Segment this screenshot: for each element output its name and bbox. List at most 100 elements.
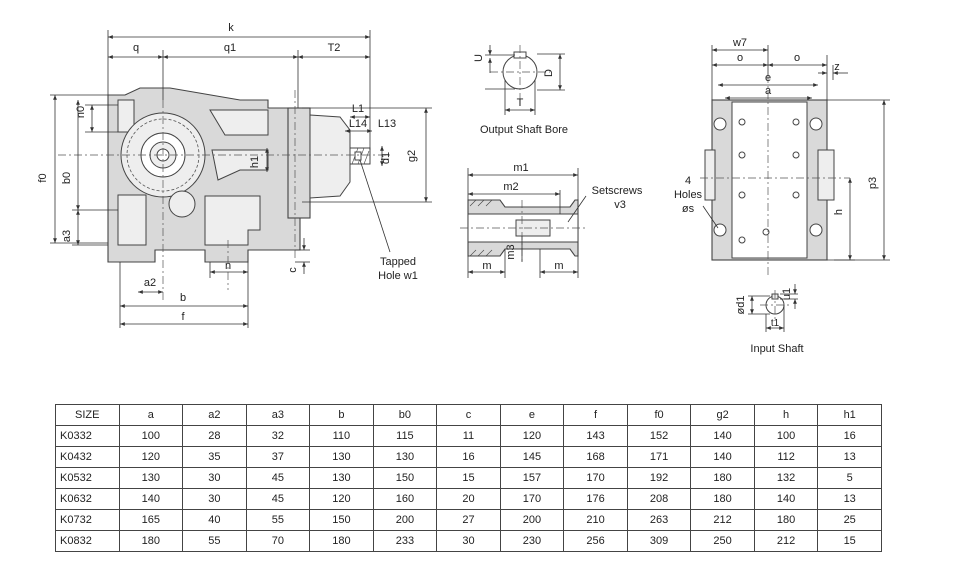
column-header-c: c	[436, 404, 501, 426]
hollow-shaft-sleeve-view: m1 m2 Setscrews v3 m m m3	[460, 162, 643, 278]
setscrews-label: Setscrews	[592, 185, 643, 197]
column-header-size: SIZE	[55, 404, 120, 426]
value-cell: 15	[436, 467, 501, 489]
value-cell: 150	[309, 509, 374, 531]
value-cell: 112	[753, 446, 819, 468]
input-shaft-view: ød1 u1 t1 Input Shaft	[735, 284, 804, 355]
side-view: w7 o o z e a p3 h 4 Holes øs	[674, 37, 890, 275]
value-cell: 115	[372, 425, 438, 447]
value-cell: 250	[690, 530, 755, 552]
size-cell: K0332	[55, 425, 120, 447]
value-cell: 263	[626, 509, 692, 531]
value-cell: 30	[436, 530, 501, 552]
value-cell: 120	[499, 425, 565, 447]
value-cell: 152	[626, 425, 692, 447]
dim-label-b: b	[180, 292, 186, 304]
column-header-a2: a2	[182, 404, 247, 426]
dim-label-k: k	[228, 22, 234, 34]
gearbox-dimension-drawing: k q q1 T2 L1 L14 L13 d1 g2 h1 c	[37, 22, 890, 355]
value-cell: 30	[182, 488, 247, 510]
value-cell: 35	[182, 446, 247, 468]
value-cell: 15	[817, 530, 882, 552]
dim-label-g2: g2	[406, 150, 418, 162]
value-cell: 100	[753, 425, 819, 447]
side-label-h: h	[833, 209, 845, 215]
value-cell: 150	[372, 467, 438, 489]
column-header-g2: g2	[690, 404, 755, 426]
side-label-a: a	[765, 85, 772, 97]
value-cell: 55	[182, 530, 247, 552]
value-cell: 171	[626, 446, 692, 468]
value-cell: 140	[690, 425, 755, 447]
value-cell: 37	[245, 446, 311, 468]
dim-label-d1: d1	[380, 152, 392, 164]
bore-label-u: U	[473, 54, 485, 62]
side-label-p3: p3	[867, 177, 879, 189]
column-header-h: h	[753, 404, 819, 426]
value-cell: 140	[118, 488, 184, 510]
size-cell: K0532	[55, 467, 120, 489]
sleeve-label-m3: m3	[505, 244, 517, 259]
value-cell: 140	[690, 446, 755, 468]
value-cell: 130	[118, 467, 184, 489]
holes-label-holes: Holes	[674, 189, 703, 201]
value-cell: 13	[817, 488, 882, 510]
dim-label-n0: n0	[75, 106, 87, 118]
dim-label-l13: L13	[378, 118, 396, 130]
value-cell: 212	[753, 530, 819, 552]
value-cell: 200	[499, 509, 565, 531]
value-cell: 11	[436, 425, 501, 447]
value-cell: 145	[499, 446, 565, 468]
value-cell: 160	[372, 488, 438, 510]
value-cell: 180	[309, 530, 374, 552]
value-cell: 130	[309, 467, 374, 489]
side-label-e: e	[765, 72, 771, 84]
value-cell: 176	[563, 488, 628, 510]
size-cell: K0732	[55, 509, 120, 531]
dim-label-f: f	[181, 311, 185, 323]
value-cell: 110	[309, 425, 374, 447]
value-cell: 170	[499, 488, 565, 510]
value-cell: 143	[563, 425, 628, 447]
value-cell: 28	[182, 425, 247, 447]
size-cell: K0632	[55, 488, 120, 510]
value-cell: 100	[118, 425, 184, 447]
value-cell: 55	[245, 509, 311, 531]
value-cell: 212	[690, 509, 755, 531]
sleeve-label-m-left: m	[482, 260, 491, 272]
value-cell: 168	[563, 446, 628, 468]
value-cell: 132	[753, 467, 819, 489]
value-cell: 5	[817, 467, 882, 489]
column-header-b: b	[309, 404, 374, 426]
setscrews-v3: v3	[614, 199, 626, 211]
value-cell: 27	[436, 509, 501, 531]
value-cell: 120	[118, 446, 184, 468]
value-cell: 233	[372, 530, 438, 552]
size-cell: K0832	[55, 530, 120, 552]
value-cell: 16	[817, 425, 882, 447]
value-cell: 30	[182, 467, 247, 489]
value-cell: 165	[118, 509, 184, 531]
dim-label-t2: T2	[328, 42, 341, 54]
column-header-b0: b0	[372, 404, 438, 426]
value-cell: 180	[753, 509, 819, 531]
sleeve-label-m2: m2	[503, 181, 518, 193]
dim-label-q1: q1	[224, 42, 236, 54]
value-cell: 192	[626, 467, 692, 489]
output-shaft-bore-title: Output Shaft Bore	[480, 124, 568, 136]
dim-label-l14: L14	[349, 118, 367, 130]
value-cell: 32	[245, 425, 311, 447]
column-header-f: f	[563, 404, 628, 426]
tapped-hole-label-2: Hole w1	[378, 270, 418, 282]
column-header-f0: f0	[626, 404, 692, 426]
column-header-a3: a3	[245, 404, 311, 426]
value-cell: 130	[309, 446, 374, 468]
value-cell: 170	[563, 467, 628, 489]
side-label-o-right: o	[794, 52, 800, 64]
